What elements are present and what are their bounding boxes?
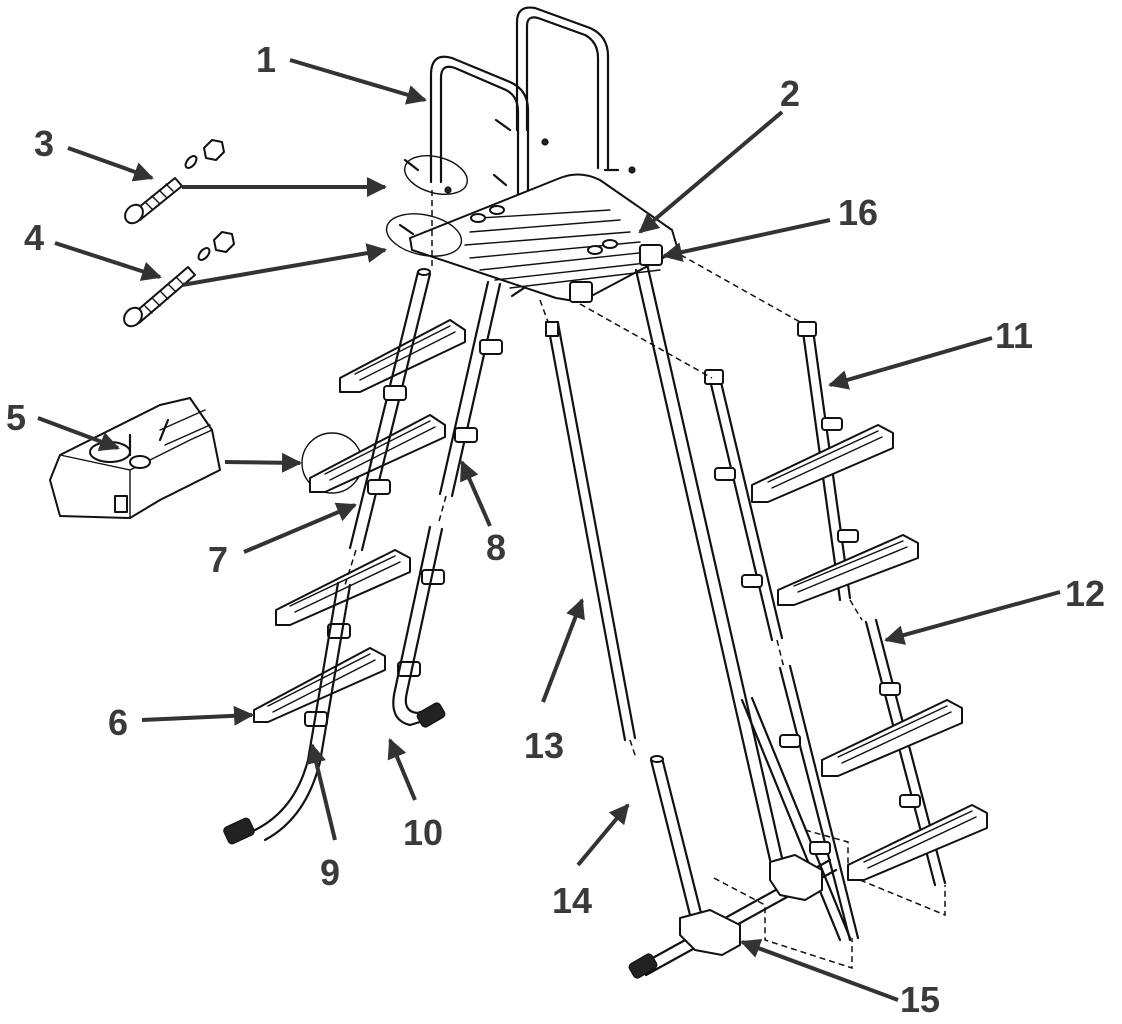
long-bolt-washer-nut (123, 231, 235, 328)
right-steps (751, 424, 988, 881)
callout-8: 8 (486, 527, 506, 568)
outside-upper-leg (545, 321, 637, 742)
curved-lower-leg-a (223, 581, 352, 845)
center-leg (634, 266, 784, 862)
callout-10: 10 (403, 812, 443, 853)
clamps-right (714, 417, 921, 855)
arrow-16 (662, 218, 831, 262)
callout-2: 2 (780, 73, 800, 114)
arrow-13 (541, 598, 585, 703)
callout-4: 4 (24, 217, 44, 258)
pool-side-mid-tube (704, 369, 784, 642)
callout-12: 12 (1065, 573, 1105, 614)
arrow-15 (740, 938, 899, 1002)
callout-3: 3 (34, 123, 54, 164)
outside-lower-leg (649, 755, 703, 917)
detail-circle-upper (404, 155, 468, 195)
callout-13: 13 (524, 725, 564, 766)
short-bolt-washer-nut (124, 139, 225, 225)
arrow-6 (141, 705, 254, 726)
upper-leg-tube-a (348, 268, 432, 552)
pool-side-lower-mid-tube (740, 664, 860, 942)
arrow-7 (243, 502, 357, 554)
arrow-2 (638, 110, 784, 234)
arrow-5a (37, 416, 120, 452)
callout-9: 9 (320, 852, 340, 893)
arrow-5b (224, 452, 302, 473)
arrow-1 (289, 58, 427, 105)
screws-platform (398, 118, 636, 298)
callout-6: 6 (108, 702, 128, 743)
callout-labels: 1 2 3 4 5 6 7 8 9 10 11 12 13 14 15 16 (6, 39, 1105, 1020)
upper-leg-tube-b (438, 280, 502, 498)
callout-1: 1 (256, 39, 276, 80)
arrow-4a (54, 241, 162, 281)
arrow-14 (576, 803, 630, 867)
step-clip-detail (49, 397, 221, 519)
curved-lower-leg-b (392, 525, 446, 728)
base-foot-crossbar (628, 854, 838, 979)
arrow-10 (387, 738, 417, 801)
callout-11: 11 (995, 315, 1033, 356)
callout-15: 15 (900, 979, 940, 1020)
arrow-11 (828, 336, 993, 390)
callout-16: 16 (838, 192, 878, 233)
dashed-guides (431, 190, 946, 970)
arrow-8 (460, 460, 492, 527)
arrow-3a (67, 146, 154, 182)
arrow-9 (306, 743, 337, 841)
callout-14: 14 (552, 880, 592, 921)
left-steps (253, 319, 466, 723)
callout-7: 7 (208, 539, 228, 580)
callout-5: 5 (6, 397, 26, 438)
handrail-right (515, 6, 610, 170)
top-platform (409, 173, 679, 303)
detail-circle-lower (385, 213, 463, 257)
arrow-12 (884, 590, 1061, 645)
arrow-4b (181, 243, 387, 287)
callout-arrows (37, 58, 1061, 1002)
